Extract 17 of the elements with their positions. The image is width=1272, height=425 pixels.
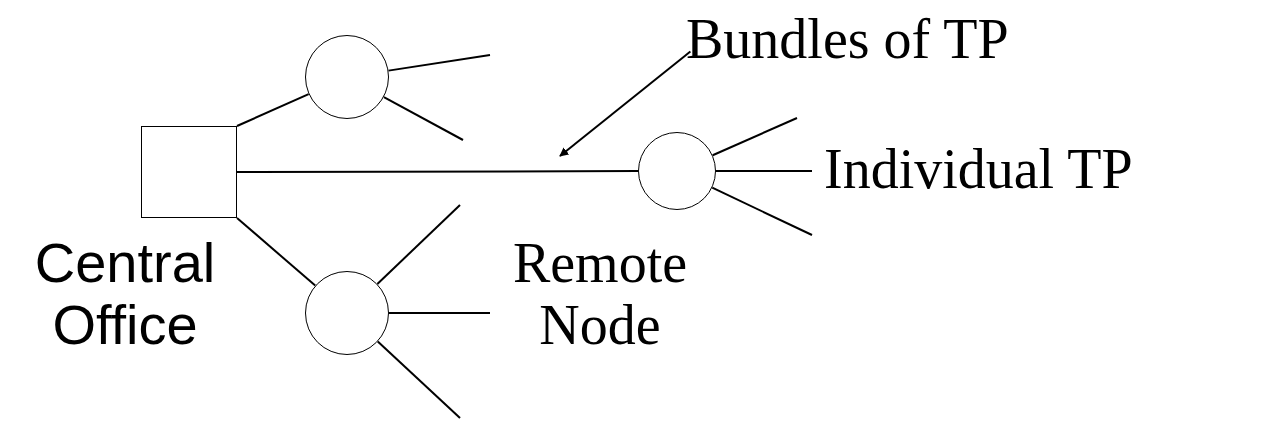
line-stub [376, 340, 461, 419]
text-label: Remote Node [511, 232, 689, 356]
line-stub [715, 170, 813, 172]
line-stub [382, 96, 464, 141]
central-office-box [141, 126, 237, 218]
line-stub [388, 312, 491, 314]
line-stub [376, 204, 461, 285]
line-stub [711, 117, 798, 157]
line-stub [711, 186, 813, 236]
line-stub [387, 54, 491, 72]
text-label: Individual TP [824, 138, 1134, 200]
leader-arrow [559, 50, 692, 157]
connector-line [236, 170, 639, 173]
callout-text: Bundles of TP [686, 8, 1009, 70]
connector-line [236, 217, 317, 287]
connector-line [236, 93, 310, 127]
node-caption: Central Office [33, 232, 217, 356]
